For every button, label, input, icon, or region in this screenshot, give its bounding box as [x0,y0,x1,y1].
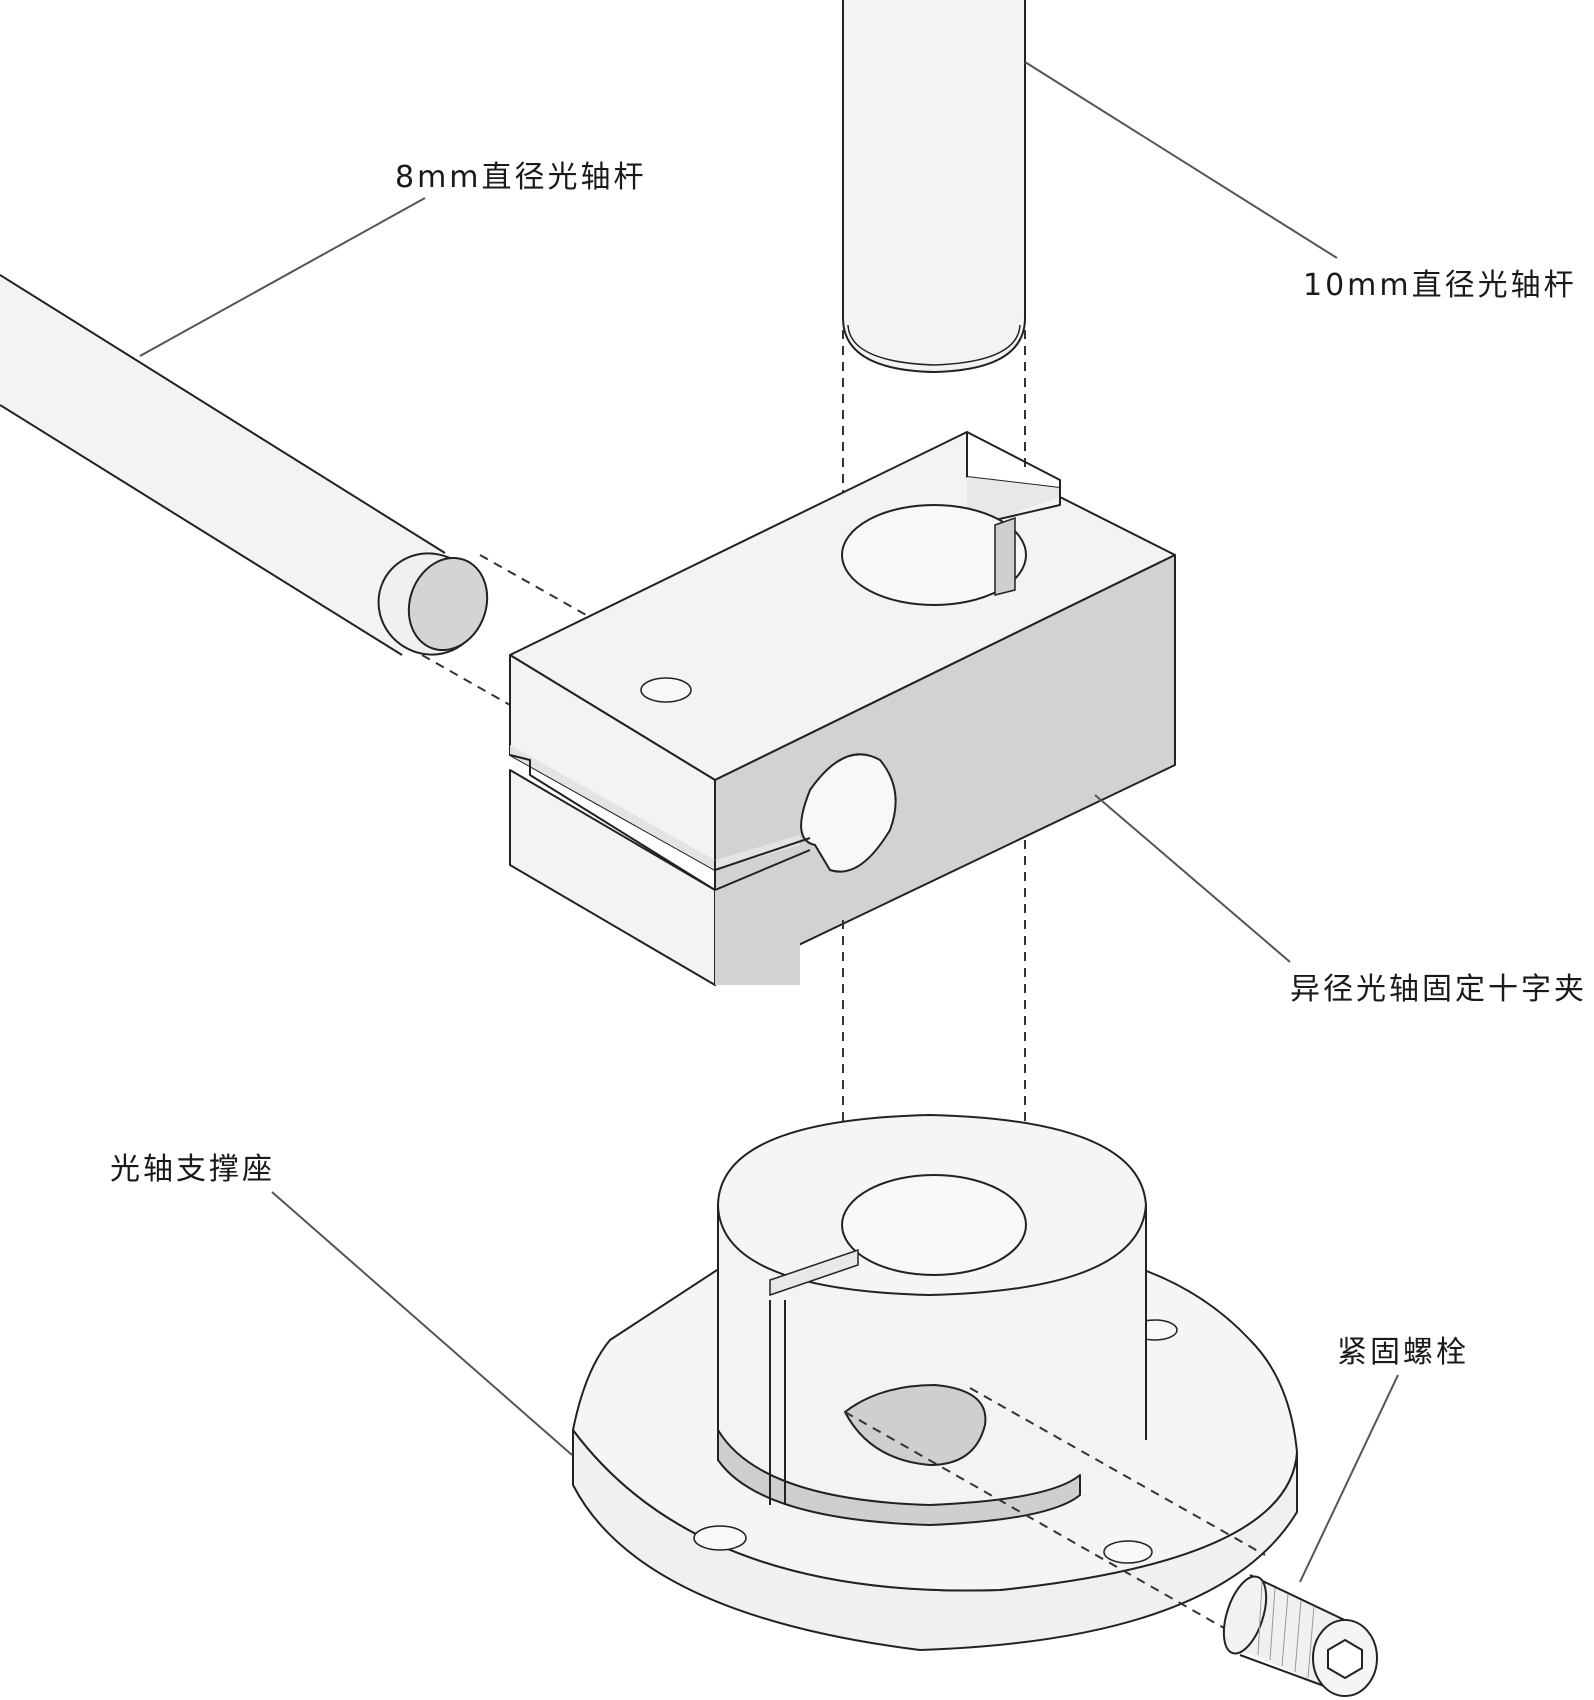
cross-clamp [509,431,1176,986]
label-rod-10mm: 10mm直径光轴杆 [1303,268,1577,303]
leader-shaft-support [271,1191,573,1456]
hex-socket-icon [1327,1638,1363,1680]
shaft-support [572,1114,1298,1651]
clamp-side-hole [800,753,897,873]
leader-cross-clamp [1094,794,1291,963]
support-bolt-hole [843,1383,987,1467]
leader-rod-8mm [139,197,426,357]
label-cross-clamp: 异径光轴固定十字夹 [1290,972,1587,1007]
label-bolt: 紧固螺栓 [1337,1335,1469,1370]
rod-8mm-end-face [407,556,489,652]
support-bore [841,1174,1027,1276]
label-rod-8mm: 8mm直径光轴杆 [395,160,647,195]
leader-bolt [1299,1374,1399,1583]
rod-8mm [0,274,489,656]
bolt [1222,1574,1378,1697]
label-shaft-support: 光轴支撑座 [110,1152,275,1187]
clamp-top-hole [841,504,1027,606]
leader-rod-10mm [1024,61,1338,259]
rod-10mm [842,0,1026,373]
